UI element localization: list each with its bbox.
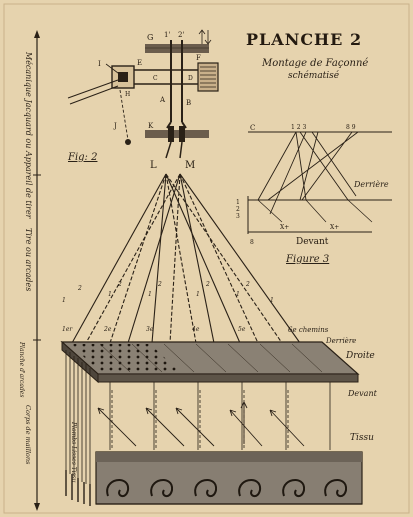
svg-text:8 9: 8 9 <box>346 124 356 131</box>
title: PLANCHE 2 <box>246 30 362 49</box>
svg-text:1: 1 <box>236 199 240 206</box>
label-6e-chemins: 6e chemins <box>288 326 329 334</box>
svg-text:2: 2 <box>117 281 122 288</box>
mech-letter-A: A <box>159 96 166 104</box>
svg-text:3: 3 <box>236 213 240 220</box>
label-tissu: Tissu <box>350 433 374 443</box>
svg-text:C: C <box>250 124 255 132</box>
mech-letter-I: I <box>98 60 101 68</box>
cloth-roll <box>95 451 363 505</box>
svg-text:1 2 3: 1 2 3 <box>291 124 306 131</box>
mech-letter-2p: 2' <box>178 31 184 39</box>
subtitle-line1: Montage de Façonné <box>261 58 368 69</box>
label-devant: Devant <box>347 389 378 398</box>
side-label-corps: Corps de maillons <box>24 405 32 465</box>
harness-cords <box>71 173 301 344</box>
mech-letter-C: C <box>153 75 158 82</box>
lingoes <box>65 470 91 506</box>
mech-letter-D: D <box>188 75 193 82</box>
chemin-markers: 1er 2e 3e 4e 5e <box>62 326 246 333</box>
svg-text:1: 1 <box>108 291 112 298</box>
svg-text:2: 2 <box>245 281 250 288</box>
side-label-tire: Tire ou arcades <box>24 228 33 291</box>
subtitle-line2: schématisé <box>288 70 340 81</box>
mech-letter-K: K <box>148 122 154 130</box>
mech-letter-F: F <box>196 54 201 62</box>
mech-letter-G: G <box>147 33 153 42</box>
side-label-plombs: Plombs Lisses Tissu <box>70 421 77 483</box>
warp-arrows <box>97 401 305 447</box>
fig2-mechanism <box>67 29 219 159</box>
fig3-devant: Devant <box>296 237 329 247</box>
svg-text:4e: 4e <box>191 326 200 333</box>
svg-text:X+: X+ <box>330 224 339 231</box>
svg-text:1: 1 <box>148 291 152 298</box>
svg-text:2: 2 <box>77 285 82 292</box>
left-axis <box>33 30 41 511</box>
svg-text:1er: 1er <box>62 326 73 333</box>
svg-text:5e: 5e <box>238 326 246 333</box>
comber-board <box>60 340 360 384</box>
svg-text:8: 8 <box>250 239 254 246</box>
svg-text:1: 1 <box>236 291 240 298</box>
label-droite: Droite <box>345 351 375 361</box>
mech-letter-L: L <box>150 160 157 171</box>
side-label-mecanique: Mécanique Jacquard ou Appareil de tirer <box>24 51 33 220</box>
mech-letter-B: B <box>186 99 191 107</box>
svg-text:X+: X+ <box>280 224 289 231</box>
label-derriere: Derrière <box>325 337 356 345</box>
mech-letter-M: M <box>185 160 195 171</box>
svg-text:3e: 3e <box>146 326 154 333</box>
fig3-diagram: C 1 2 3 8 9 1 2 3 X+ X+ 8 <box>236 124 392 246</box>
mech-letter-E: E <box>137 59 142 67</box>
side-label-planche: Planche d'arcades <box>18 341 25 397</box>
svg-text:2e: 2e <box>103 326 112 333</box>
fig3-derriere: Derrière <box>353 180 389 189</box>
svg-text:1: 1 <box>196 291 200 298</box>
fig2-label: Fig: 2 <box>67 152 97 163</box>
svg-text:2: 2 <box>205 281 210 288</box>
mech-letter-1p: 1' <box>164 31 170 39</box>
svg-text:1: 1 <box>62 297 66 304</box>
svg-text:2: 2 <box>236 206 240 213</box>
cord-numbers: 12 12 12 12 12 1 <box>62 281 274 304</box>
fig3-label: Figure 3 <box>285 254 329 265</box>
mech-letter-J: J <box>113 122 117 130</box>
svg-text:2: 2 <box>157 281 162 288</box>
mech-letter-H: H <box>125 91 130 98</box>
svg-text:1: 1 <box>270 297 274 304</box>
